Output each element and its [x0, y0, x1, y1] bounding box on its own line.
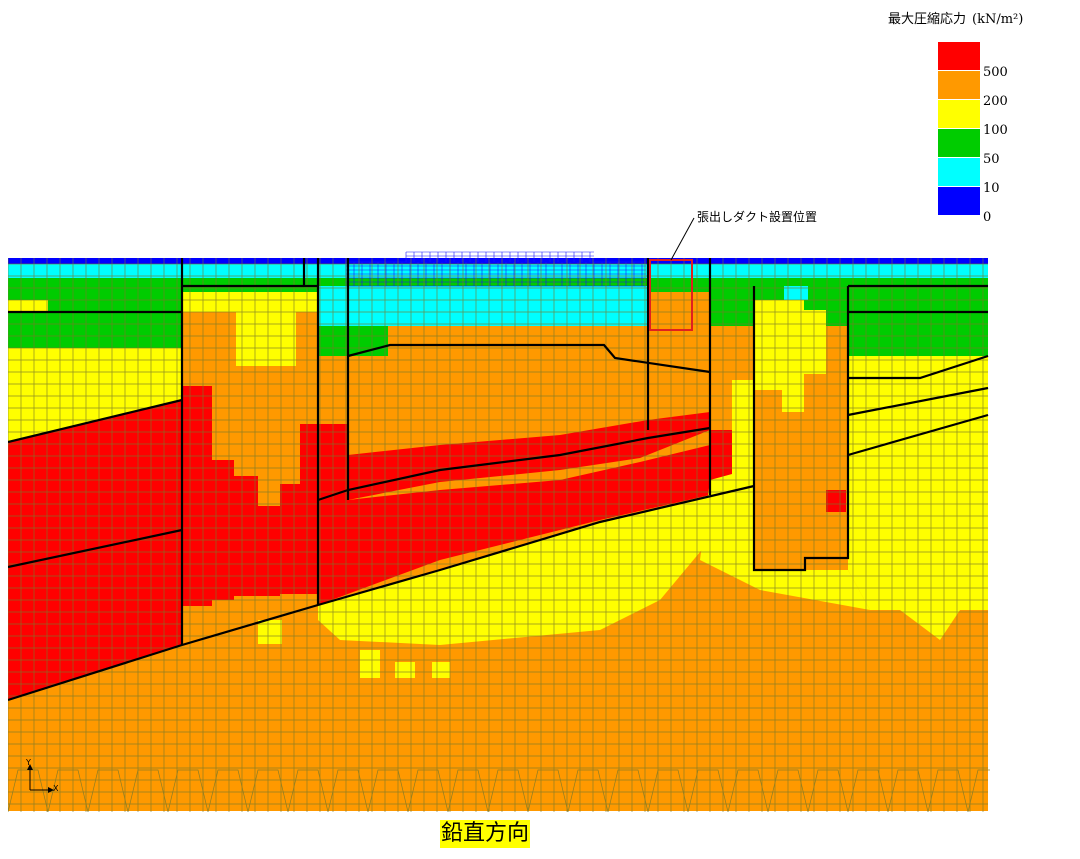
- zone-yellow-left-strip: [8, 300, 48, 312]
- zone-green-center-left: [318, 326, 388, 356]
- fem-stress-contour: [8, 217, 990, 812]
- legend-tick-label: 10: [983, 181, 1000, 196]
- legend-tick-label: 500: [983, 65, 1008, 80]
- zone-yellow-col1-bottom: [258, 620, 282, 644]
- zone-red-col1-d: [258, 506, 280, 596]
- legend-swatch: [938, 100, 980, 128]
- zone-red-left: [8, 400, 182, 700]
- legend-tick-label: 100: [983, 123, 1008, 138]
- figure-caption: 鉛直方向: [440, 820, 531, 848]
- axis-x-arrowhead: [48, 787, 54, 793]
- callout-leader-line: [670, 217, 695, 261]
- legend-tick-label: 0: [983, 210, 992, 225]
- zone-red-col3: [826, 490, 846, 512]
- zone-yellow-col1-mid: [236, 292, 296, 366]
- zone-yellow-col3-a: [754, 300, 784, 390]
- zone-green-left-2: [8, 312, 182, 348]
- zone-blue-surface: [8, 258, 988, 264]
- legend-swatch: [938, 129, 980, 157]
- zone-yellow-right-lower: [700, 468, 870, 610]
- legend-title: 最大圧縮応力(kN/m²): [888, 12, 1024, 27]
- zone-cyan-col3: [784, 286, 808, 300]
- zone-red-col1-c: [234, 476, 258, 596]
- zone-yellow-spot-3: [432, 662, 450, 678]
- zone-red-center-lower: [318, 445, 710, 605]
- legend-tick-label: 200: [983, 94, 1008, 109]
- zone-red-col2: [710, 430, 732, 490]
- zone-yellow-spot-2: [395, 662, 415, 678]
- zone-yellow-col2: [732, 380, 754, 490]
- zone-yellow-col3-c: [804, 310, 826, 374]
- zone-yellow-spot-1: [360, 650, 380, 678]
- zone-red-col1-b: [212, 460, 234, 600]
- axis-x-label: X: [53, 784, 59, 793]
- zone-yellow-left: [8, 348, 182, 398]
- legend-swatch: [938, 71, 980, 99]
- zone-yellow-center-bottom: [318, 495, 710, 645]
- zone-red-col1-f: [300, 424, 320, 484]
- upper-fine-mesh: [345, 251, 646, 287]
- fem-mesh-grid: [8, 258, 990, 812]
- geologic-boundaries: [8, 258, 989, 702]
- zone-green-col2: [710, 286, 754, 326]
- legend-swatch: [938, 187, 980, 215]
- duct-location-label: 張出しダクト設置位置: [697, 210, 818, 224]
- axis-y-arrowhead: [27, 764, 33, 770]
- zone-cyan-center: [318, 286, 648, 326]
- zone-red-col1-e: [280, 484, 320, 594]
- legend-swatch: [938, 42, 980, 70]
- legend-unit: (kN/m²): [972, 12, 1024, 27]
- legend-swatch: [938, 158, 980, 186]
- axis-y-label: Y: [26, 758, 31, 767]
- zone-red-col1-a: [182, 386, 212, 606]
- legend-tick-label: 50: [983, 152, 1000, 167]
